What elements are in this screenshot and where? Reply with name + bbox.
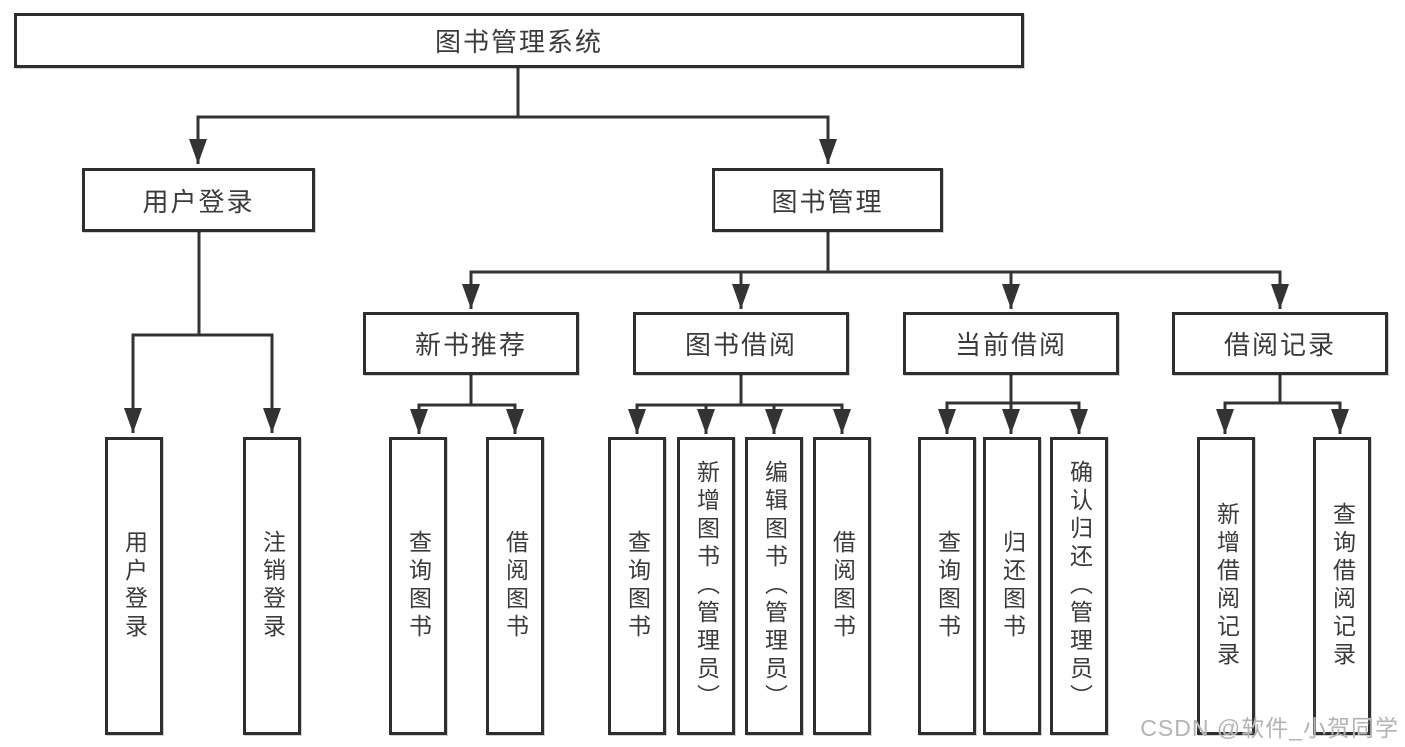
- leaf-current-confirm-return-admin: 确认归还（管理员）: [1050, 437, 1108, 735]
- connector-borrow-to-leaves: [628, 375, 851, 434]
- node-borrowing-records: 借阅记录: [1172, 312, 1388, 375]
- leaf-logout: 注销登录: [243, 437, 301, 735]
- leaf-current-query-books: 查询图书: [918, 437, 976, 735]
- leaf-borrow-add-books-admin: 新增图书（管理员）: [677, 437, 735, 735]
- node-user-login: 用户登录: [82, 168, 315, 232]
- leaf-records-add-borrow-record: 新增借阅记录: [1197, 437, 1255, 735]
- connector-records-to-leaves: [1216, 375, 1349, 434]
- node-current-borrowing: 当前借阅: [903, 312, 1119, 375]
- connector-book-management-to-level3: [462, 232, 1289, 309]
- watermark: CSDN @软件_小贺同学: [1140, 715, 1399, 741]
- node-book-borrowing: 图书借阅: [633, 312, 849, 375]
- leaf-recommend-borrow-books: 借阅图书: [486, 437, 544, 735]
- connector-user-login-to-leaves: [124, 232, 281, 433]
- connector-root-to-level2: [189, 68, 837, 164]
- leaf-user-login: 用户登录: [105, 437, 163, 735]
- node-new-book-recommendation: 新书推荐: [363, 312, 579, 375]
- connector-current-to-leaves: [938, 375, 1088, 434]
- leaf-borrow-edit-books-admin: 编辑图书（管理员）: [745, 437, 803, 735]
- leaf-borrow-query-books: 查询图书: [608, 437, 666, 735]
- leaf-recommend-query-books: 查询图书: [389, 437, 447, 735]
- node-book-management: 图书管理: [712, 168, 943, 232]
- leaf-current-return-books: 归还图书: [983, 437, 1041, 735]
- leaf-borrow-borrow-books: 借阅图书: [813, 437, 871, 735]
- node-library-management-system: 图书管理系统: [14, 13, 1024, 68]
- leaf-records-query-borrow-record: 查询借阅记录: [1313, 437, 1371, 735]
- connector-recommend-to-leaves: [410, 375, 524, 434]
